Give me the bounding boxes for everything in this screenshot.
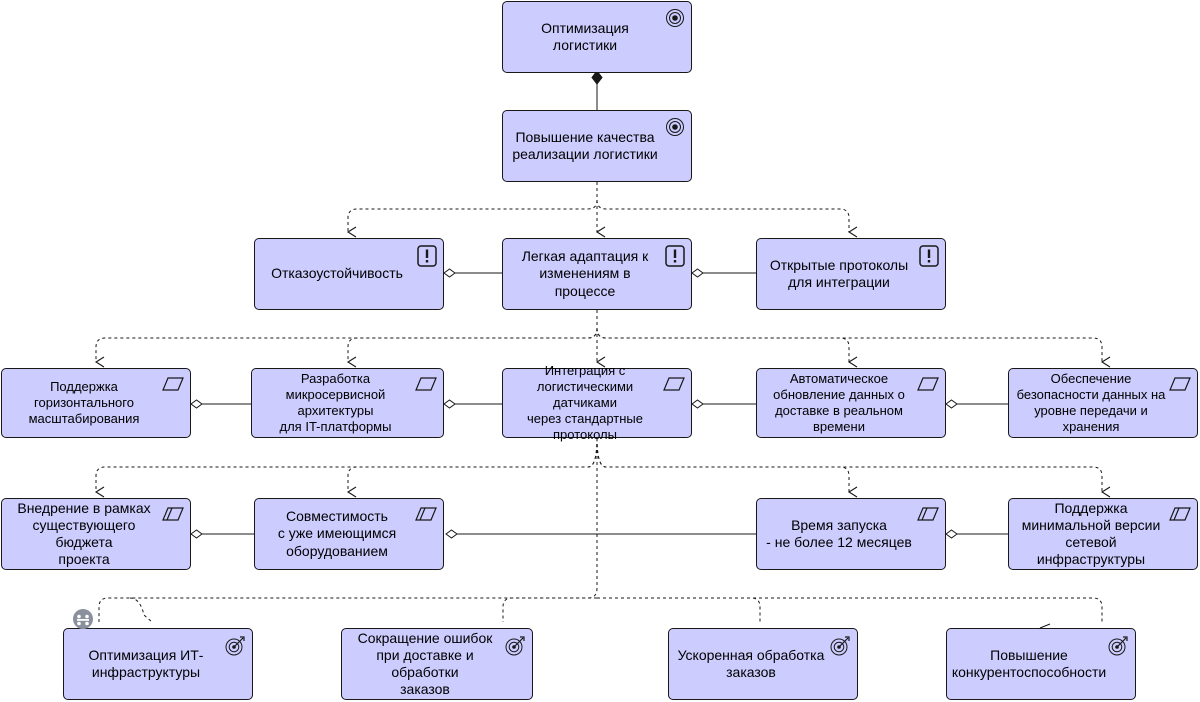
principle-fault-tolerance[interactable]: Отказоустойчивость	[254, 238, 444, 310]
node-label: Ускоренная обработка заказов	[677, 646, 825, 680]
constraint-launch-time[interactable]: Время запуска - не более 12 месяцев	[756, 498, 946, 570]
principle-open-protocols[interactable]: Открытые протоколы для интеграции	[756, 238, 946, 310]
requirement-icon	[917, 377, 939, 391]
requirement-horizontal-scaling[interactable]: Поддержка горизонтального масштабировани…	[1, 368, 191, 438]
node-label: Поддержка минимальной версии сетевой инф…	[1021, 499, 1161, 568]
node-label: Автоматическое обновление данных о доста…	[773, 371, 905, 434]
composition-edge	[591, 70, 603, 110]
requirement-sensor-integration[interactable]: Интеграция с логистическими датчиками че…	[502, 363, 692, 442]
node-label: Повышение качества реализации логистики	[512, 128, 658, 162]
principle-icon	[417, 245, 437, 267]
aggregation-edges	[190, 268, 1008, 539]
requirement-icon	[663, 377, 685, 391]
node-label: Открытые протоколы для интеграции	[769, 256, 909, 290]
outcome-competitiveness[interactable]: Повышение конкурентоспособности	[946, 628, 1136, 700]
principle-icon	[919, 245, 939, 267]
node-label: Интеграция с логистическими датчиками че…	[527, 363, 643, 442]
node-label: Время запуска - не более 12 месяцев	[766, 516, 912, 550]
constraint-network-infrastructure[interactable]: Поддержка минимальной версии сетевой инф…	[1008, 498, 1198, 570]
node-label: Оптимизация логистики	[541, 19, 629, 53]
outcome-icon	[224, 635, 246, 657]
goal-icon	[665, 8, 685, 28]
node-label: Поддержка горизонтального масштабировани…	[28, 379, 140, 426]
goal-icon	[665, 117, 685, 137]
constraint-budget[interactable]: Внедрение в рамках существующего бюджета…	[1, 498, 191, 570]
requirement-microservices[interactable]: Разработка микросервисной архитектуры дл…	[251, 368, 444, 438]
constraint-icon	[917, 507, 939, 521]
node-label: Внедрение в рамках существующего бюджета…	[17, 499, 151, 568]
requirement-data-security[interactable]: Обеспечение безопасности данных на уровн…	[1008, 368, 1198, 438]
constraint-icon	[1169, 507, 1191, 521]
principle-icon	[665, 245, 685, 267]
outcome-faster-processing[interactable]: Ускоренная обработка заказов	[668, 628, 858, 700]
requirement-auto-update[interactable]: Автоматическое обновление данных о доста…	[756, 368, 946, 438]
influence-icon	[72, 608, 94, 635]
realization-edges	[94, 182, 1111, 623]
goal-optimize-logistics[interactable]: Оптимизация логистики	[502, 1, 692, 73]
requirement-icon	[162, 377, 184, 391]
outcome-error-reduction[interactable]: Сокращение ошибок при доставке и обработ…	[341, 628, 533, 700]
node-label: Разработка микросервисной архитектуры дл…	[279, 371, 392, 434]
principle-easy-adaptation[interactable]: Легкая адаптация к изменениям в процессе	[502, 238, 692, 310]
requirement-icon	[1169, 377, 1191, 391]
node-label: Повышение конкурентоспособности	[951, 646, 1107, 680]
constraint-compatibility[interactable]: Совместимость с уже имеющимся оборудован…	[254, 498, 444, 570]
node-label: Отказоустойчивость	[271, 265, 403, 282]
node-label: Обеспечение безопасности данных на уровн…	[1016, 371, 1166, 434]
constraint-icon	[415, 507, 437, 521]
outcome-icon	[1107, 635, 1129, 657]
goal-quality-logistics[interactable]: Повышение качества реализации логистики	[502, 110, 692, 182]
constraint-icon	[162, 507, 184, 521]
node-label: Сокращение ошибок при доставке и обработ…	[357, 629, 493, 698]
node-label: Совместимость с уже имеющимся оборудован…	[277, 508, 397, 559]
outcome-connectors	[1039, 623, 1051, 629]
outcome-it-optimization[interactable]: Оптимизация ИТ- инфраструктуры	[63, 628, 253, 700]
node-label: Легкая адаптация к изменениям в процессе	[521, 248, 649, 299]
node-label: Оптимизация ИТ- инфраструктуры	[88, 646, 204, 680]
outcome-icon	[504, 635, 526, 657]
requirement-icon	[415, 377, 437, 391]
outcome-icon	[829, 635, 851, 657]
